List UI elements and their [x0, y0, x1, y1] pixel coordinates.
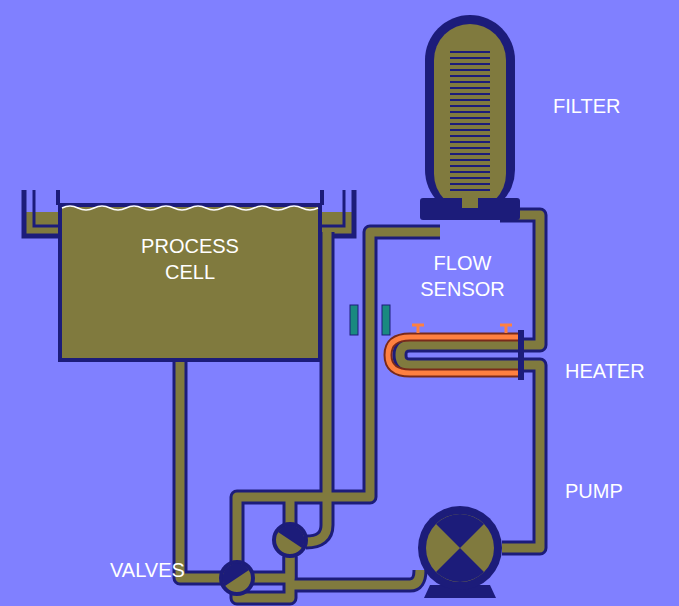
flow-sensor-plate: [382, 305, 390, 335]
flow-sensor-plate: [350, 305, 358, 335]
part-label: VALVES: [110, 557, 210, 583]
pump-housing: [418, 506, 502, 590]
node-title: PROCESS CELL: [115, 233, 265, 285]
valve-symbol: [221, 562, 253, 594]
filter-port: [462, 198, 478, 208]
part-label: PUMP: [565, 478, 675, 504]
pump-rotor: [426, 514, 494, 582]
heater-coil-outline: [388, 337, 522, 373]
part-label: HEATER: [565, 358, 675, 384]
part-label: FLOW SENSOR: [395, 250, 530, 302]
valve-symbol: [223, 564, 249, 586]
filter-housing: [425, 15, 515, 215]
pump-rotor-blade: [436, 514, 484, 582]
liquid-surface: [62, 206, 318, 210]
tank-body: [60, 205, 320, 360]
valve-symbol: [274, 524, 306, 556]
filter-base: [420, 198, 520, 220]
filter-element: [450, 52, 490, 190]
part-label: FILTER: [553, 93, 663, 119]
heater-terminal: [412, 325, 512, 333]
valve-symbol: [278, 526, 304, 548]
process-cell-box: PROCESS CELL: [60, 205, 320, 360]
filter-body: [434, 24, 506, 210]
heater-flange: [518, 330, 524, 380]
tank-walls: [58, 190, 322, 205]
heater-coil: [388, 337, 522, 373]
